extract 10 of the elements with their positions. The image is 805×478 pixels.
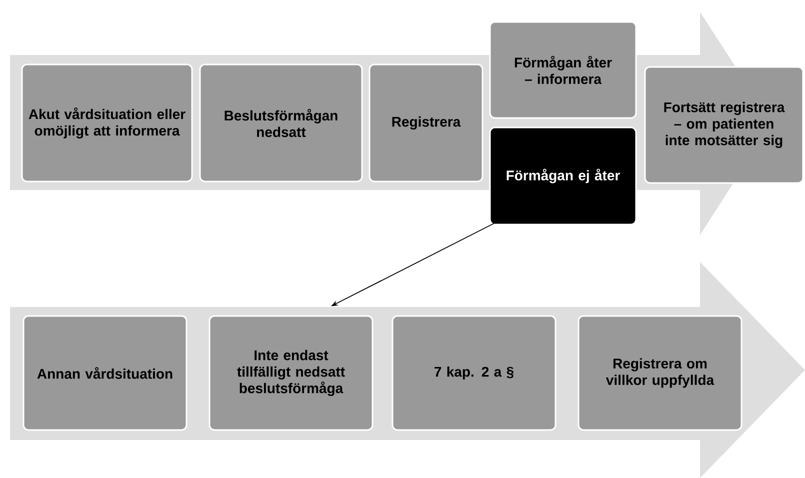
process-box: Annan vårdsituation: [22, 315, 188, 431]
process-box: Akut vårdsituation eller omöjligt att informera: [21, 64, 193, 182]
process-box: Registrera om villkor uppfyllda: [578, 315, 742, 431]
process-box: Registrera: [368, 64, 484, 182]
process-box: Inte endast tillfälligt nedsatt beslutsförmåga: [208, 315, 374, 431]
highlight-box: Förmågan ej åter: [489, 126, 637, 226]
process-box: Beslutsförmågan nedsatt: [199, 64, 363, 182]
process-box: 7 kap. 2 a §: [392, 315, 556, 431]
process-box: Fortsätt registrera – om patienten inte motsätter sig: [644, 66, 804, 184]
process-box: Förmågan åter – informera: [489, 21, 637, 119]
